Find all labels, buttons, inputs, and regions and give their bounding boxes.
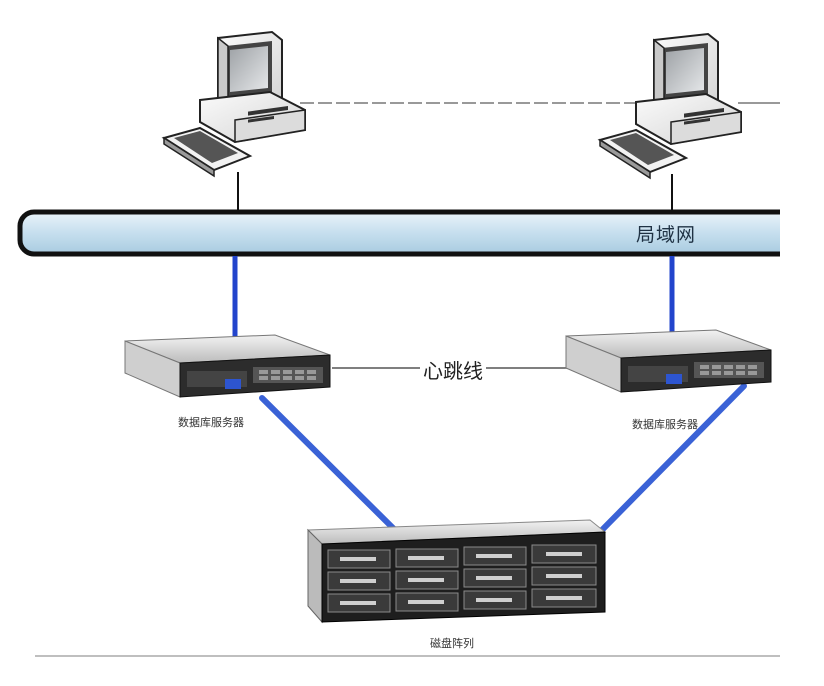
lan-bar-cover xyxy=(780,205,824,261)
lan-label: 局域网 xyxy=(636,224,697,246)
server-right-label: 数据库服务器 xyxy=(632,418,698,431)
server-left-to-disk-link xyxy=(259,395,403,538)
desktop-computer-icon xyxy=(597,32,742,180)
server-left-label: 数据库服务器 xyxy=(178,416,244,429)
rack-server-icon xyxy=(565,329,772,393)
disk-array-icon xyxy=(306,519,607,624)
server-right-to-disk-link xyxy=(599,383,747,533)
disk-array-label: 磁盘阵列 xyxy=(430,637,474,650)
heartbeat-label: 心跳线 xyxy=(420,355,486,384)
rack-server-icon xyxy=(124,334,331,398)
desktop-computer-icon xyxy=(161,30,306,178)
